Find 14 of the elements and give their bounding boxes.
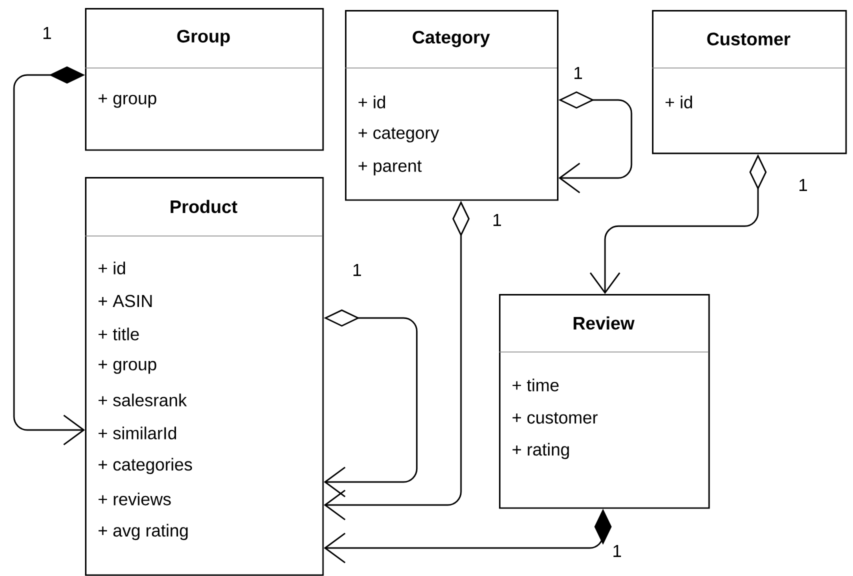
class-box: Review + time + customer + rating xyxy=(498,294,710,509)
multiplicity-label: 1 xyxy=(610,544,624,558)
multiplicity-label: 1 xyxy=(350,262,364,278)
multiplicity-label: 1 xyxy=(796,178,810,192)
association-arrow xyxy=(324,309,418,498)
association-arrow xyxy=(13,66,85,446)
multiplicity-label: 1 xyxy=(572,66,584,80)
class-box: Customer + id xyxy=(652,10,847,154)
class-box: Group + group xyxy=(84,8,324,151)
multiplicity-label: 1 xyxy=(40,26,54,40)
class-box: Product + id + ASIN + title + group + salesrank + similarId + categories + reviews + avg rating xyxy=(84,177,324,576)
class-box: Category + id + category + parent xyxy=(344,10,558,201)
multiplicity-label: 1 xyxy=(490,212,504,228)
association-arrow xyxy=(558,91,632,194)
